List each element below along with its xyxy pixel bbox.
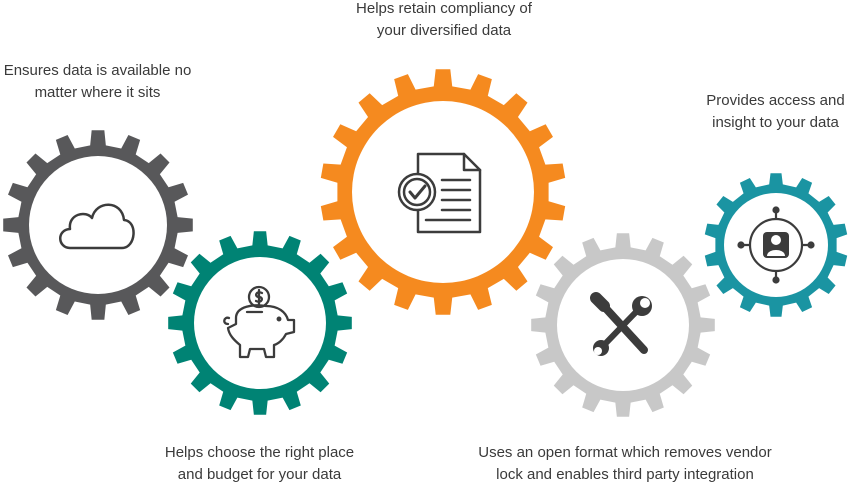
- gear-cloud: [3, 130, 193, 320]
- caption-availability: Ensures data is available no matter wher…: [0, 60, 200, 104]
- caption-compliancy-line-2: your diversified data: [376, 22, 512, 39]
- gear-document: [320, 69, 566, 315]
- tools-icon: [590, 292, 652, 356]
- caption-open-format-line-1: Uses an open format which removes vendor: [478, 444, 772, 461]
- caption-budget: Helps choose the right place and budget …: [152, 442, 367, 486]
- caption-open-format-line-2: lock and enables third party integration: [496, 466, 754, 483]
- gear-cloud-hub: [29, 156, 167, 294]
- caption-access-line-1: Provides access and: [706, 92, 845, 109]
- document-check-icon: [397, 152, 482, 234]
- user-network-icon: [737, 206, 815, 284]
- caption-budget-line-1: Helps choose the right place: [164, 444, 355, 461]
- caption-compliancy: Helps retain compliancy of your diversif…: [338, 0, 550, 42]
- caption-access-line-2: insight to your data: [712, 114, 839, 131]
- piggy-bank-icon: [223, 285, 296, 359]
- caption-availability-line-1: Ensures data is available no: [3, 62, 192, 79]
- caption-availability-line-2: matter where it sits: [34, 84, 161, 101]
- caption-budget-line-2: and budget for your data: [177, 466, 342, 483]
- caption-compliancy-line-1: Helps retain compliancy of: [356, 0, 532, 17]
- caption-access: Provides access and insight to your data: [698, 90, 850, 134]
- gear-tools: [531, 233, 715, 417]
- gear-piggy: [168, 231, 352, 415]
- cloud-icon: [59, 203, 135, 250]
- gear-document-hub: [352, 101, 534, 283]
- gear-access: [704, 173, 848, 317]
- gear-piggy-hub: [194, 257, 326, 389]
- caption-open-format: Uses an open format which removes vendor…: [460, 442, 790, 486]
